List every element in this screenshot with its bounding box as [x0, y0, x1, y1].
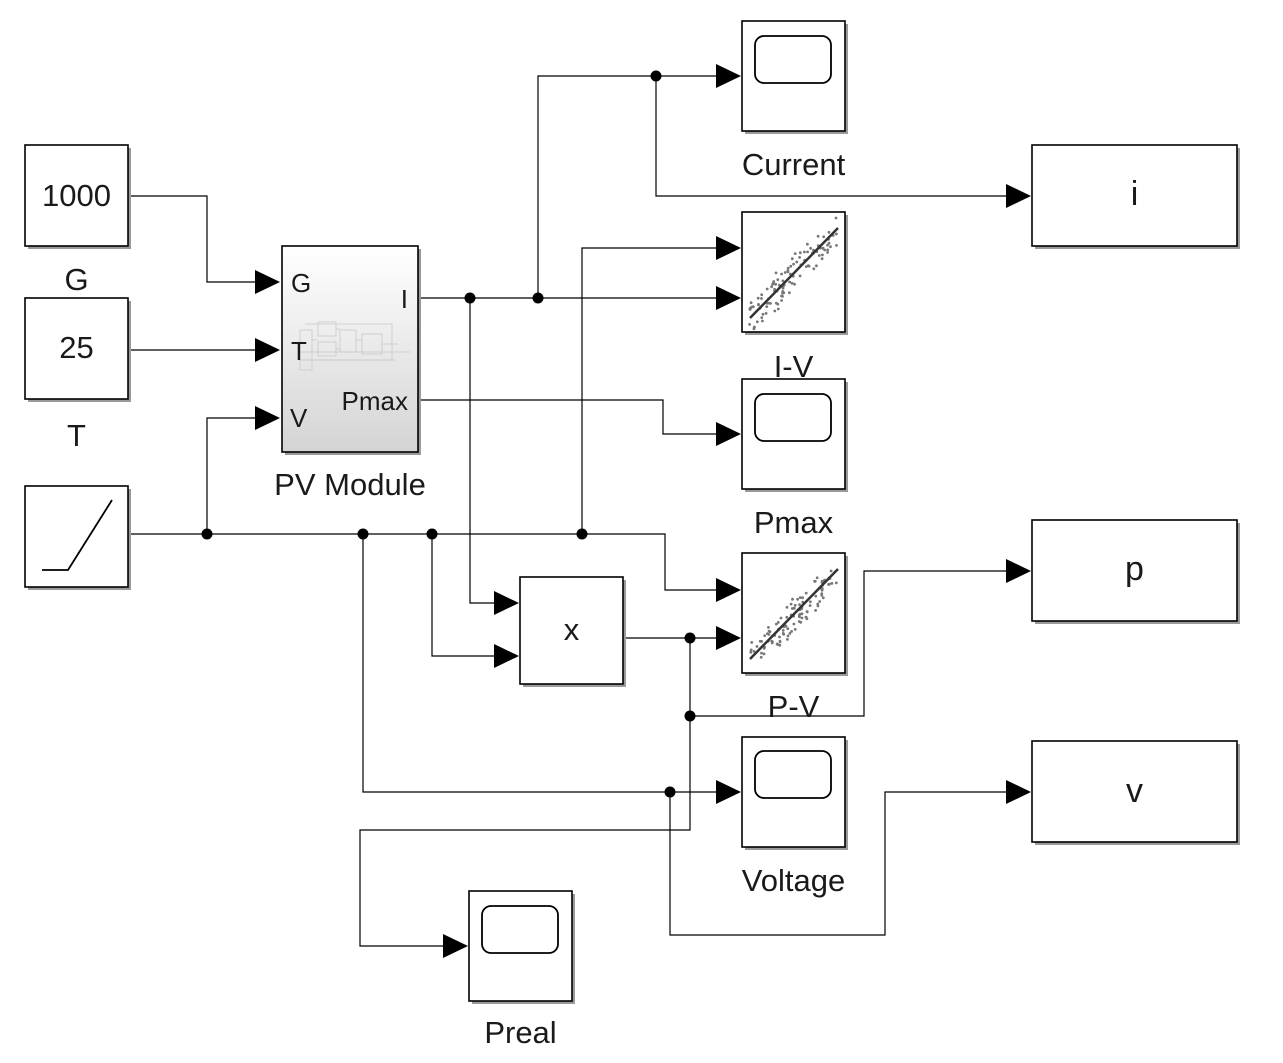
branch-points [201, 70, 696, 798]
outport-i-value: i [1131, 175, 1139, 213]
wire-product-branch[interactable] [359, 638, 691, 947]
wire-i-to-product[interactable] [469, 298, 496, 604]
t-constant-value: 25 [59, 330, 93, 365]
wire-product-to-p[interactable] [690, 570, 1008, 717]
wire-i-to-current[interactable] [537, 75, 718, 298]
outport-i[interactable]: i [1031, 144, 1240, 249]
g-constant-value: 1000 [42, 178, 111, 213]
pv-module-block[interactable]: G T V I Pmax PV Module [274, 245, 426, 502]
ramp-icon [42, 499, 113, 571]
signal-wires [128, 75, 1008, 947]
g-constant-label: G [64, 262, 88, 297]
scope-preal-label: Preal [484, 1015, 556, 1050]
wire-ramp-bus[interactable] [128, 533, 718, 591]
wire-ramp-to-voltage[interactable] [362, 534, 718, 793]
scope-voltage[interactable]: Voltage [741, 736, 848, 898]
t-constant-block[interactable]: 25 T [24, 297, 131, 453]
wire-ramp-to-product[interactable] [431, 534, 496, 657]
wire-v-to-outport[interactable] [669, 791, 1008, 936]
xy-graph-iv[interactable]: I-V [741, 211, 848, 384]
pv-port-pmax: Pmax [342, 386, 408, 416]
scope-current[interactable]: Current [741, 20, 848, 182]
product-symbol: x [564, 612, 580, 647]
wire-ramp-to-iv[interactable] [581, 247, 718, 534]
t-constant-label: T [67, 418, 86, 453]
pv-port-v: V [290, 403, 308, 433]
wire-pmax-to-scope[interactable] [418, 399, 718, 435]
wire-ramp-to-pv-v[interactable] [206, 417, 258, 534]
scope-screen-icon [754, 750, 832, 799]
xy-graph-pv-label: P-V [768, 689, 820, 724]
outport-v[interactable]: v [1031, 740, 1240, 845]
pv-port-g: G [291, 268, 311, 298]
scope-preal[interactable]: Preal [468, 890, 575, 1050]
wire-i-to-outport[interactable] [655, 76, 1008, 197]
pv-module-label: PV Module [274, 467, 426, 502]
outport-v-value: v [1126, 772, 1143, 810]
wire-arrows [255, 64, 1031, 958]
outport-p-value: p [1125, 550, 1144, 588]
xy-graph-iv-label: I-V [774, 349, 814, 384]
scope-voltage-label: Voltage [742, 863, 845, 898]
scope-screen-icon [481, 905, 559, 954]
scope-pmax[interactable]: Pmax [741, 378, 848, 540]
g-constant-block[interactable]: 1000 G [24, 144, 131, 297]
ramp-block[interactable] [24, 485, 131, 590]
pv-port-i: I [401, 284, 408, 314]
outport-p[interactable]: p [1031, 519, 1240, 624]
xy-graph-pv[interactable]: P-V [741, 552, 848, 724]
scope-screen-icon [754, 393, 832, 442]
product-block[interactable]: x [519, 576, 626, 687]
scope-current-label: Current [742, 147, 846, 182]
scope-screen-icon [754, 35, 832, 84]
subsystem-preview-icon [298, 321, 410, 371]
wire-g-to-pv[interactable] [128, 195, 258, 283]
scope-pmax-label: Pmax [754, 505, 834, 540]
pv-port-t: T [291, 336, 307, 366]
